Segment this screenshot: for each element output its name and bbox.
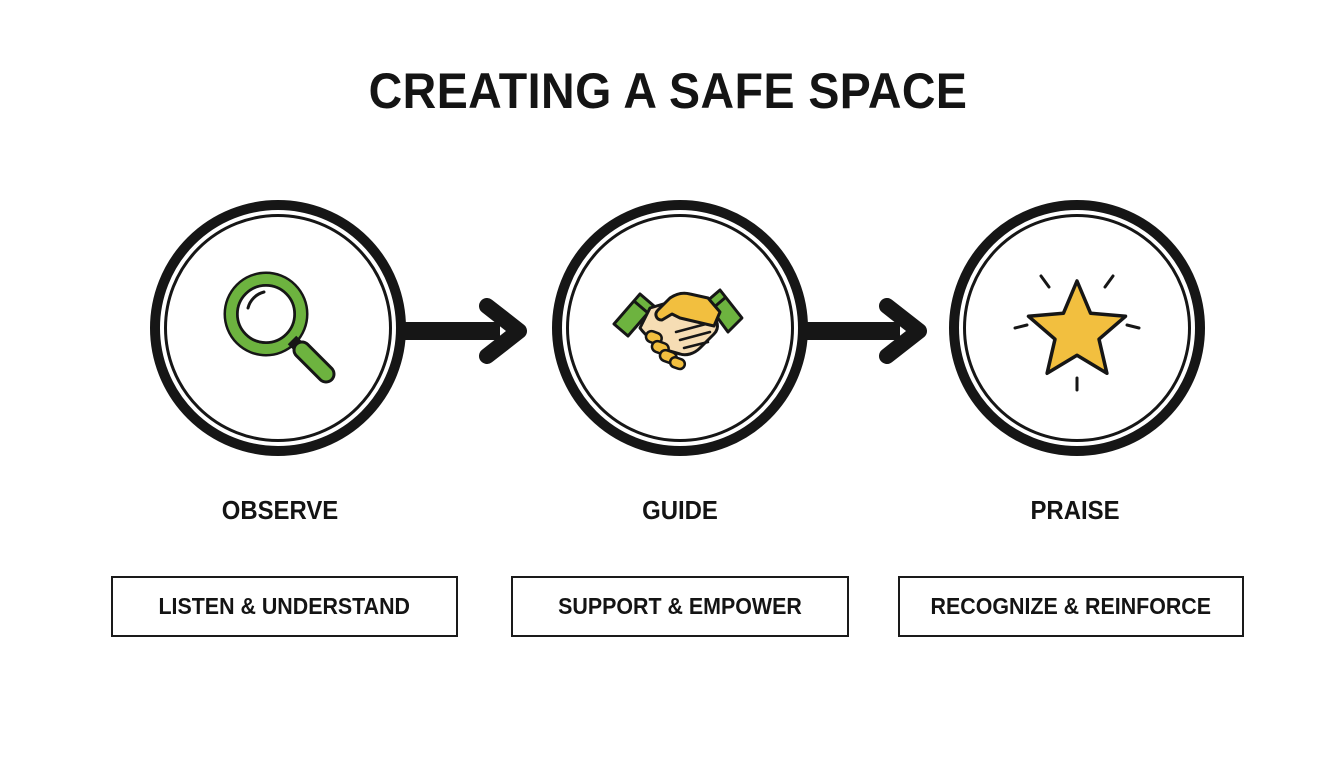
magnifying-glass-icon bbox=[223, 271, 336, 384]
arrow-observe-to-guide bbox=[395, 298, 527, 364]
tagline-box-observe: LISTEN & UNDERSTAND bbox=[111, 576, 458, 637]
tagline-box-praise: RECOGNIZE & REINFORCE bbox=[898, 576, 1244, 637]
praise-circle bbox=[949, 200, 1205, 456]
step-label-praise: PRAISE bbox=[1030, 495, 1120, 525]
tagline-observe: LISTEN & UNDERSTAND bbox=[158, 593, 411, 619]
observe-circle bbox=[150, 200, 406, 456]
arrow-guide-to-praise bbox=[795, 298, 927, 364]
tagline-box-guide: SUPPORT & EMPOWER bbox=[511, 576, 849, 637]
star-icon bbox=[1013, 274, 1141, 392]
tagline-guide: SUPPORT & EMPOWER bbox=[558, 593, 802, 619]
step-label-guide: GUIDE bbox=[642, 495, 718, 525]
guide-circle bbox=[552, 200, 808, 456]
step-label-observe: OBSERVE bbox=[221, 495, 339, 525]
handshake-icon bbox=[612, 288, 744, 371]
tagline-praise: RECOGNIZE & REINFORCE bbox=[930, 593, 1212, 619]
diagram-title: CREATING A SAFE SPACE bbox=[368, 63, 968, 119]
